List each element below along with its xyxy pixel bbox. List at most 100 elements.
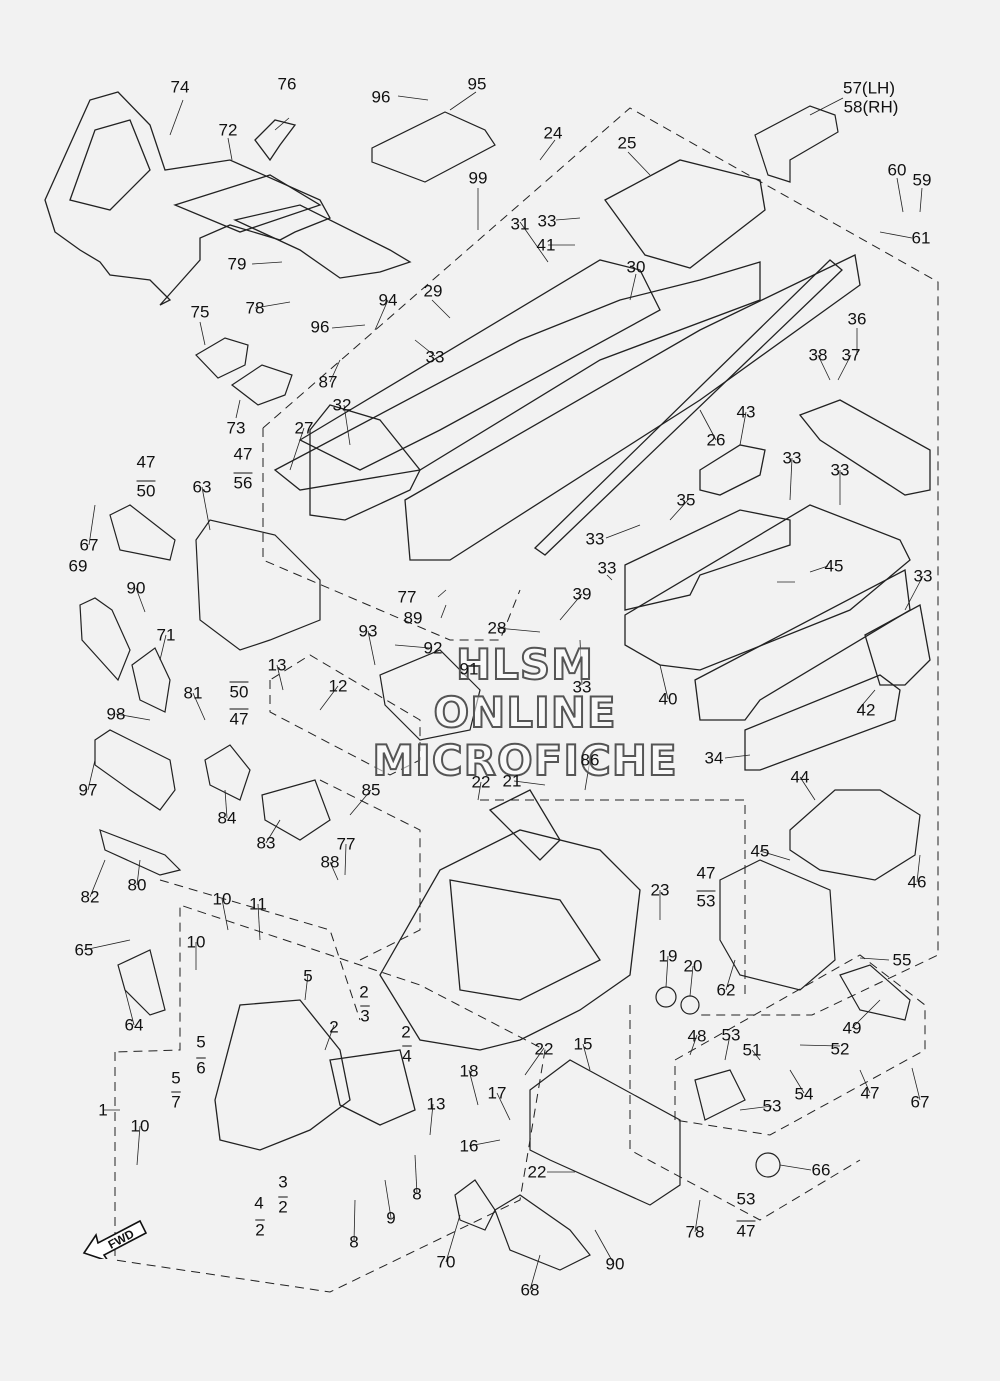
callout-82: 82 (80, 887, 100, 907)
bracket-62 (719, 859, 836, 991)
callout-74: 74 (170, 77, 190, 97)
callout-47f: 47 (736, 1221, 756, 1241)
callout-28: 28 (487, 618, 507, 638)
callout-60: 60 (887, 160, 907, 180)
callout-21: 21 (502, 771, 522, 791)
callout-37: 37 (841, 345, 861, 365)
plate-75 (195, 337, 249, 379)
callout-59: 59 (912, 170, 932, 190)
callout-31: 31 (510, 214, 530, 234)
callout-5a: 5 (303, 966, 313, 986)
callout-29: 29 (423, 281, 443, 301)
callout-45a: 45 (824, 556, 844, 576)
callout-42: 42 (856, 700, 876, 720)
callout-13b: 13 (426, 1094, 446, 1114)
callout-76: 76 (277, 74, 297, 94)
assembly-boundary-12 (269, 654, 421, 776)
callout-90a: 90 (126, 578, 146, 598)
callout-51: 51 (742, 1040, 762, 1060)
cover-63 (195, 519, 321, 651)
duct-68 (494, 1194, 591, 1271)
callout-52: 52 (830, 1039, 850, 1059)
skid-plate-44 (789, 789, 921, 881)
callout-47b: 47 (233, 444, 253, 464)
callout-96b: 96 (310, 317, 330, 337)
callout-67a: 67 (79, 535, 99, 555)
callout-49: 49 (842, 1018, 862, 1038)
callout-27: 27 (294, 418, 314, 438)
callout-46: 46 (907, 872, 927, 892)
bracket-52 (694, 1069, 746, 1121)
bracket-50 (109, 504, 176, 561)
callout-3a: 3 (360, 1006, 370, 1026)
callout-20: 20 (683, 956, 703, 976)
callout-71: 71 (156, 625, 176, 645)
callout-84: 84 (217, 808, 237, 828)
callout-36: 36 (847, 309, 867, 329)
callout-2e: 2 (255, 1220, 265, 1240)
callout-2b: 2 (329, 1017, 339, 1037)
callout-11: 11 (249, 894, 267, 914)
bracket-57-58 (754, 105, 839, 183)
callout-86: 86 (580, 750, 600, 770)
callout-12: 12 (328, 676, 348, 696)
callout-55: 55 (892, 950, 912, 970)
assembly-boundary-13 (319, 779, 421, 961)
callout-24: 24 (543, 123, 563, 143)
front-frame-part (214, 789, 641, 1151)
callout-33h: 33 (572, 677, 592, 697)
callout-78b: 78 (685, 1222, 705, 1242)
heat-exchanger-15 (529, 1059, 681, 1206)
callout-10c: 10 (130, 1116, 150, 1136)
watermark-line-2: ONLINE (432, 687, 617, 738)
callout-54: 54 (794, 1084, 814, 1104)
callout-87: 87 (318, 372, 338, 392)
running-board-part (624, 399, 931, 771)
forward-arrow-icon: FWD (82, 1219, 148, 1259)
callout-2d: 2 (278, 1197, 288, 1217)
assembly-boundary-1 (114, 904, 546, 1293)
callout-50a: 50 (136, 481, 156, 501)
callout-73: 73 (226, 418, 246, 438)
cover-97 (94, 729, 176, 811)
duct-70 (454, 1179, 496, 1231)
front-cowl-part (44, 91, 412, 306)
callout-39: 39 (572, 584, 592, 604)
callout-61: 61 (911, 228, 931, 248)
bracket-49 (839, 964, 911, 1021)
plate-95 (371, 111, 496, 183)
watermark-line-3: MICROFICHE (371, 735, 678, 786)
callout-65: 65 (74, 940, 94, 960)
callout-2a: 2 (359, 982, 369, 1002)
watermark-line-1: HLSM (455, 639, 594, 690)
plate-91 (379, 649, 481, 741)
callout-62: 62 (716, 980, 736, 1000)
callout-85: 85 (361, 780, 381, 800)
callout-33c: 33 (782, 448, 802, 468)
callout-2c: 2 (401, 1022, 411, 1042)
callout-30: 30 (626, 257, 646, 277)
callout-53c: 53 (762, 1096, 782, 1116)
callout-34: 34 (704, 748, 724, 768)
callout-35: 35 (676, 490, 696, 510)
callout-99: 99 (468, 168, 488, 188)
callout-33g: 33 (913, 566, 933, 586)
callout-47d: 47 (696, 863, 716, 883)
callout-93: 93 (358, 621, 378, 641)
callout-94: 94 (378, 290, 398, 310)
callout-10b: 10 (186, 932, 206, 952)
callout-8a: 8 (412, 1184, 422, 1204)
rod-80 (99, 829, 182, 876)
callout-78a: 78 (245, 298, 265, 318)
callout-43: 43 (736, 402, 756, 422)
callout-81: 81 (183, 683, 203, 703)
callout-68: 68 (520, 1280, 540, 1300)
assembly-boundary-24 (262, 107, 939, 1016)
callout-5b: 5 (196, 1032, 206, 1052)
callout-67b: 67 (910, 1092, 930, 1112)
bracket-83 (261, 779, 331, 841)
callout-45b: 45 (750, 841, 770, 861)
callout-53a: 53 (696, 891, 716, 911)
callout-4a: 4 (402, 1046, 412, 1066)
callout-70: 70 (436, 1252, 456, 1272)
